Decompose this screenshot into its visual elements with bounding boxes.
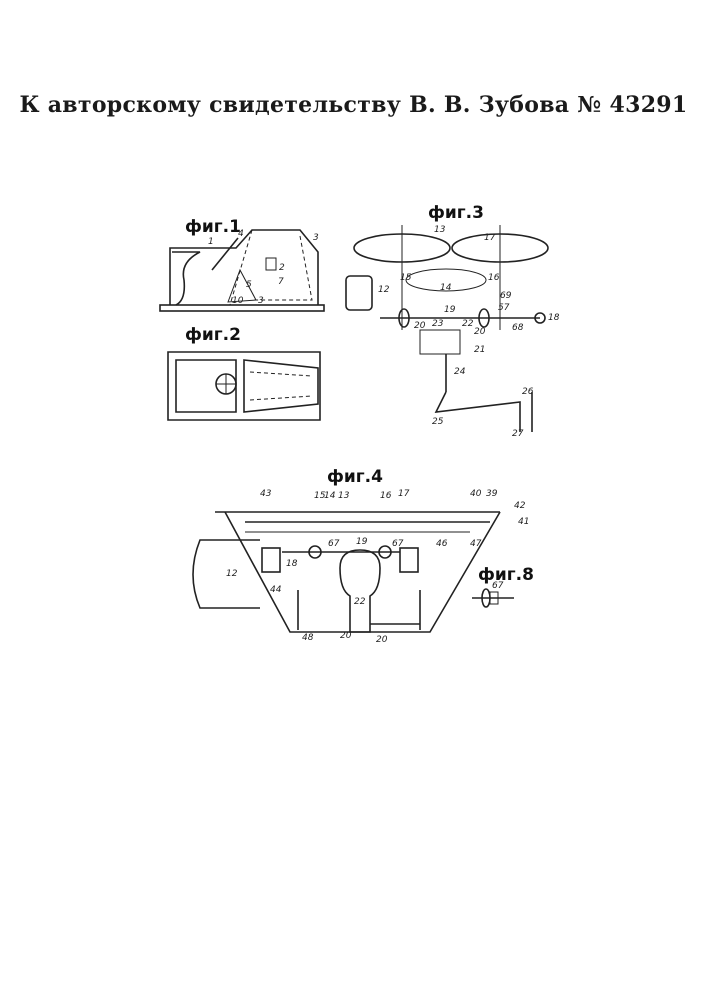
svg-text:18: 18 — [548, 313, 560, 323]
svg-text:20: 20 — [414, 321, 426, 331]
figure-1: фиг.1 1 4 3 2 5 7 10 3 — [160, 217, 324, 311]
svg-text:68: 68 — [512, 323, 524, 333]
svg-text:26: 26 — [522, 387, 534, 397]
figure-8: фиг.8 67 — [472, 565, 534, 607]
svg-text:10: 10 — [232, 296, 244, 306]
fig1-labels: 1 4 3 2 5 7 10 3 — [208, 229, 319, 306]
svg-text:19: 19 — [356, 537, 368, 547]
svg-text:17: 17 — [398, 489, 410, 499]
svg-text:67: 67 — [392, 539, 404, 549]
figure-2: фиг.2 — [168, 325, 320, 420]
fig4-caption: фиг.4 — [327, 467, 383, 487]
fig3-gearbox — [420, 330, 460, 354]
svg-text:47: 47 — [470, 539, 482, 549]
fig2-hood — [244, 360, 318, 412]
fig3-cylinder — [346, 276, 372, 310]
svg-text:13: 13 — [338, 491, 350, 501]
svg-text:39: 39 — [486, 489, 498, 499]
svg-text:20: 20 — [376, 635, 388, 645]
fig3-caption: фиг.3 — [428, 203, 484, 223]
svg-text:44: 44 — [270, 585, 282, 595]
svg-text:3: 3 — [313, 233, 319, 243]
svg-text:42: 42 — [514, 501, 526, 511]
fig4-gear-housing — [340, 550, 380, 632]
svg-text:18: 18 — [286, 559, 298, 569]
svg-text:2: 2 — [279, 263, 285, 273]
svg-text:22: 22 — [354, 597, 366, 607]
svg-text:57: 57 — [498, 303, 510, 313]
svg-text:16: 16 — [488, 273, 500, 283]
fig1-caption: фиг.1 — [185, 217, 241, 237]
svg-text:13: 13 — [434, 225, 446, 235]
fig1-lever — [212, 238, 238, 270]
svg-text:67: 67 — [328, 539, 340, 549]
figure-3: фиг.3 13 17 15 16 14 12 19 69 57 18 68 2… — [346, 203, 560, 439]
svg-text:23: 23 — [432, 319, 444, 329]
fig2-caption: фиг.2 — [185, 325, 241, 345]
svg-text:43: 43 — [260, 489, 272, 499]
fig2-hidden-lines — [250, 372, 312, 400]
svg-text:16: 16 — [380, 491, 392, 501]
fig1-seat — [172, 252, 200, 305]
svg-text:19: 19 — [444, 305, 456, 315]
svg-text:4: 4 — [238, 229, 244, 239]
svg-text:12: 12 — [226, 569, 238, 579]
svg-text:21: 21 — [474, 345, 485, 355]
svg-text:17: 17 — [484, 233, 496, 243]
svg-text:14: 14 — [440, 283, 452, 293]
svg-text:20: 20 — [474, 327, 486, 337]
fig8-caption: фиг.8 — [478, 565, 534, 585]
figure-4: фиг.4 43 15 14 13 16 17 40 39 42 41 19 4… — [193, 467, 529, 645]
fig1-box — [266, 258, 276, 270]
fig8-label: 67 — [492, 581, 504, 591]
svg-text:1: 1 — [208, 237, 214, 247]
fig2-compartment — [176, 360, 236, 412]
svg-text:40: 40 — [470, 489, 482, 499]
svg-text:20: 20 — [340, 631, 352, 641]
svg-text:3: 3 — [258, 296, 264, 306]
svg-text:22: 22 — [462, 319, 474, 329]
svg-text:46: 46 — [436, 539, 448, 549]
svg-text:12: 12 — [378, 285, 390, 295]
fig1-body — [170, 230, 318, 305]
svg-text:41: 41 — [518, 517, 529, 527]
svg-text:27: 27 — [512, 429, 524, 439]
svg-text:7: 7 — [278, 277, 284, 287]
svg-text:24: 24 — [454, 367, 466, 377]
svg-text:48: 48 — [302, 633, 314, 643]
fig3-linkage — [436, 392, 520, 432]
svg-text:25: 25 — [432, 417, 444, 427]
svg-text:15: 15 — [400, 273, 412, 283]
svg-text:5: 5 — [246, 280, 252, 290]
svg-text:69: 69 — [500, 291, 512, 301]
svg-text:14: 14 — [324, 491, 336, 501]
